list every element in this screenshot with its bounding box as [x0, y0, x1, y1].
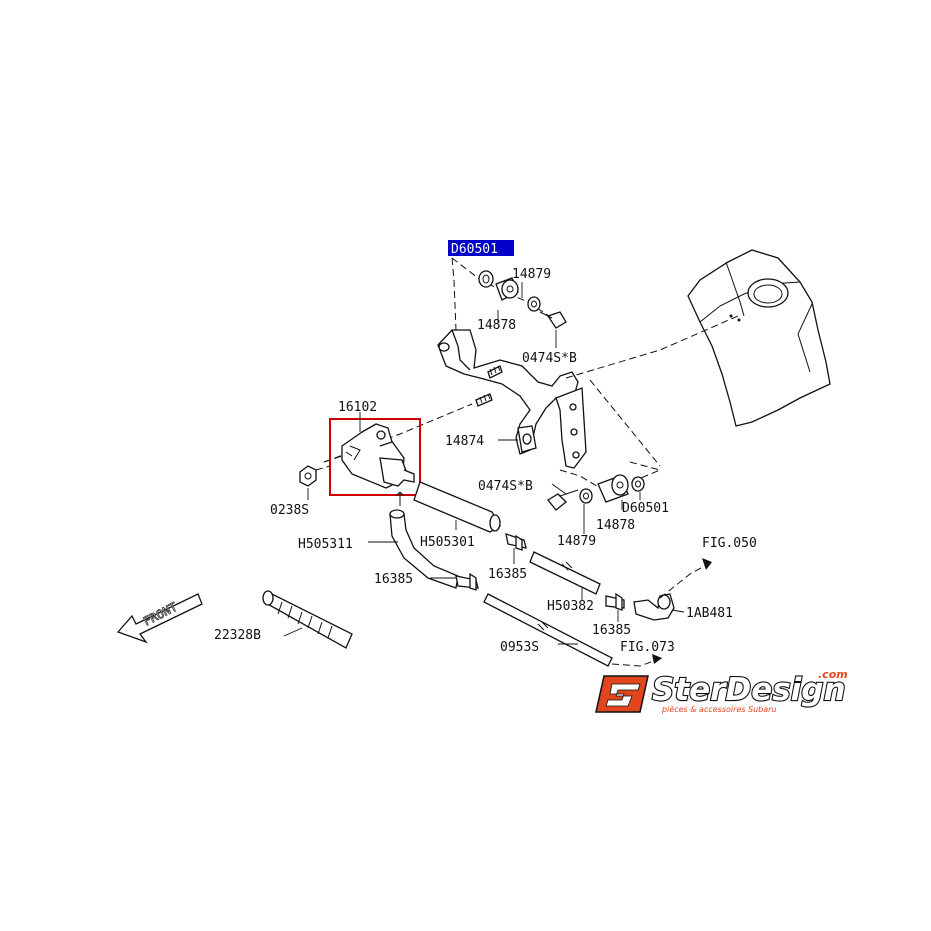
part-label-0474S-top[interactable]: 0474S*B: [522, 351, 577, 366]
part-label-0474S-bottom[interactable]: 0474S*B: [478, 479, 533, 494]
bushing-14878-top: [495, 277, 519, 301]
part-label-d60501-bottom[interactable]: D60501: [622, 501, 669, 516]
bolt-0474S-top: [539, 311, 567, 329]
connector-16385-c: [605, 592, 625, 611]
stud-lower: [475, 393, 493, 407]
part-label-d60501-top[interactable]: D60501: [451, 242, 498, 257]
connector-16385-a: [455, 572, 479, 591]
leader-lines: [283, 282, 685, 645]
part-label-16102[interactable]: 16102: [338, 400, 377, 415]
part-label-14874[interactable]: 14874: [445, 434, 484, 449]
part-label-22328B[interactable]: 22328B: [214, 628, 261, 643]
part-label-16385-b[interactable]: 16385: [488, 567, 527, 582]
elbow-1AB481: [633, 593, 675, 621]
solenoid-valve-16102: [341, 423, 415, 489]
hose-H50382: [529, 551, 601, 595]
logo-wordmark: SterDesign: [652, 672, 846, 708]
logo-dotcom: .com: [818, 668, 848, 681]
front-arrow: FRONT: [116, 593, 203, 644]
part-label-14878-top[interactable]: 14878: [477, 318, 516, 333]
part-label-16385-c[interactable]: 16385: [592, 623, 631, 638]
part-label-H505301[interactable]: H505301: [420, 535, 475, 550]
fig073-arrow: [611, 654, 663, 667]
hose-0953S: [483, 593, 613, 667]
nut-0238S: [299, 465, 317, 487]
logo-tagline: pièces & accessoires Subaru: [661, 704, 777, 714]
part-label-1AB481[interactable]: 1AB481: [686, 606, 733, 621]
part-label-0238S[interactable]: 0238S: [270, 503, 309, 518]
fig-ref-073[interactable]: FIG.073: [620, 640, 675, 655]
part-label-H505311[interactable]: H505311: [298, 537, 353, 552]
stud-upper: [487, 365, 503, 379]
washer-d60501-bottom: [631, 476, 645, 492]
highlight-box-16102: [329, 418, 421, 496]
firewall-panel: [687, 249, 831, 427]
part-label-14878-bottom[interactable]: 14878: [596, 518, 635, 533]
bracket-14874: [437, 329, 587, 469]
collar-14879-top: [527, 296, 541, 312]
fig050-arrow: [659, 558, 713, 599]
highlight-label-d60501[interactable]: D60501: [448, 240, 514, 257]
bolt-0474S-bottom: [547, 489, 579, 511]
collar-14879-bottom: [579, 488, 593, 504]
stef-design-logo: SterDesign .com pièces & accessoires Sub…: [595, 668, 848, 714]
protector-22328B: [262, 590, 353, 649]
part-label-14879-bottom[interactable]: 14879: [557, 534, 596, 549]
part-label-14879-top[interactable]: 14879: [512, 267, 551, 282]
bushing-14878-bottom: [597, 474, 629, 503]
connector-16385-b: [505, 533, 527, 551]
fig-ref-050[interactable]: FIG.050: [702, 536, 757, 551]
part-label-H50382[interactable]: H50382: [547, 599, 594, 614]
washer-d60501-top: [478, 270, 494, 288]
part-label-0953S[interactable]: 0953S: [500, 640, 539, 655]
part-label-16385-a[interactable]: 16385: [374, 572, 413, 587]
hose-H505301: [413, 481, 501, 533]
